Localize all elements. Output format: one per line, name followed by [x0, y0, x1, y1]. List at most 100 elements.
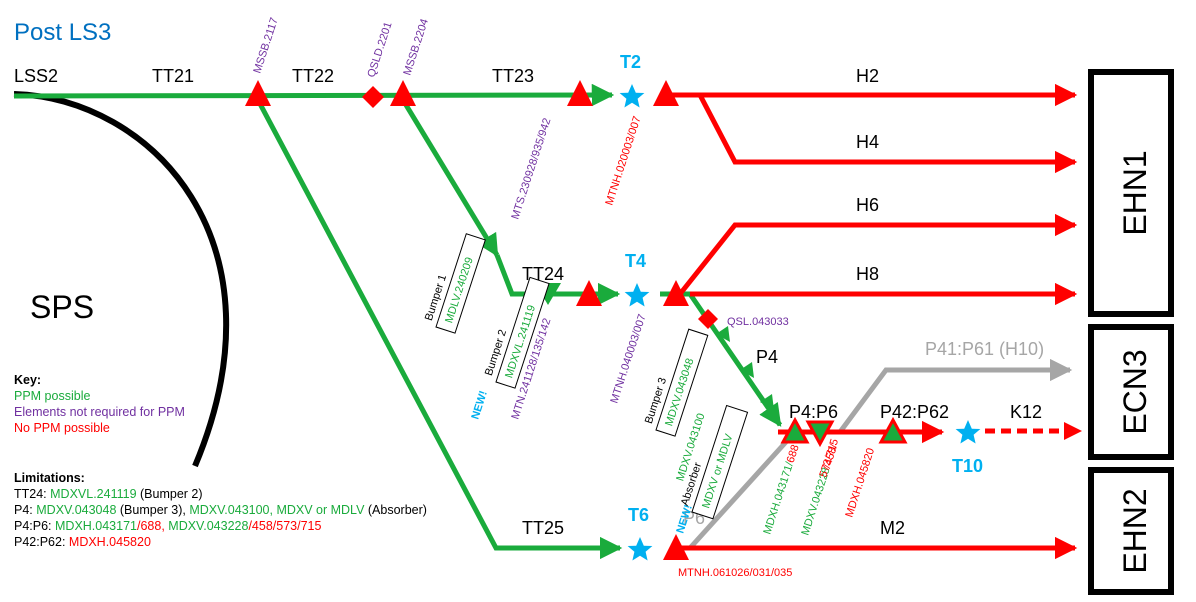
t6-label: T6 [628, 505, 649, 525]
ehn1-box [1088, 69, 1174, 317]
limitation-p4p6-label: P4:P6: [14, 519, 55, 533]
mdxv043228-triangle [805, 420, 835, 448]
ecn3-box [1088, 324, 1174, 460]
limitation-p4: P4: MDXV.043048 (Bumper 3), MDXV.043100,… [14, 502, 427, 518]
sps-ring [13, 91, 230, 468]
mtnh040003-label: MTNH.040003/007 [608, 313, 648, 405]
red-beamlines [668, 83, 1078, 560]
mssb2117-triangle [245, 80, 271, 106]
main-line-tt21-tt23 [13, 83, 615, 107]
h4-label: H4 [856, 132, 879, 152]
sps-label: SPS [30, 289, 94, 325]
ehn2-label: EHN2 [1117, 488, 1153, 573]
limitation-tt24: TT24: MDXVL.241119 (Bumper 2) [14, 486, 427, 502]
t4-label: T4 [625, 251, 646, 271]
tt25-line [255, 98, 623, 560]
p4-arrow-1 [716, 326, 730, 342]
limitation-tt24-label: TT24: [14, 487, 51, 501]
mtn241128-triangle [576, 280, 602, 306]
t2-label: T2 [620, 52, 641, 72]
mtnh020003-label: MTNH.020003/007 [603, 115, 643, 207]
m2-label: M2 [880, 518, 905, 538]
k12-arrowhead [1064, 422, 1082, 440]
key-not-required: Elements not required for PPM [14, 405, 185, 419]
t2-star [619, 84, 645, 108]
k12-label: K12 [1010, 402, 1042, 422]
limitation-p4-note1: (Bumper 3), [116, 503, 190, 517]
limitation-p4-green1: MDXV.043048 [36, 503, 117, 517]
limitation-p4p6-red2: /458/573/715 [248, 519, 322, 533]
limitation-p42: P42:P62: MDXH.045820 [14, 534, 427, 550]
bumper3-frame [655, 328, 709, 437]
mtnh061026-label: MTNH.061026/031/035 [678, 567, 792, 579]
tt25-label: TT25 [522, 518, 564, 538]
mtnh061026-triangle [663, 534, 689, 560]
qsld2201-label: QSLD.2201 [365, 21, 394, 79]
qsld2201-diamond [362, 86, 384, 108]
targets [619, 84, 981, 561]
mdxh043171-green: MDXH.043171/ [761, 460, 796, 536]
limitation-p4p6-green1: MDXH.043171 [55, 519, 137, 533]
p6-line [688, 430, 797, 550]
h4-line [697, 93, 1078, 174]
bumper1-frame [435, 233, 486, 334]
lss2-label: LSS2 [14, 66, 58, 86]
limitation-p42-red: MDXH.045820 [68, 535, 151, 549]
h6-label: H6 [856, 195, 879, 215]
qsl043033-label: QSL.043033 [727, 316, 789, 328]
t6-star [627, 537, 653, 561]
limitation-tt24-green: MDXVL.241119 [50, 487, 137, 501]
t10-star [955, 420, 981, 444]
h6-line [678, 213, 1078, 296]
ehn2-box [1088, 467, 1174, 595]
key-no-ppm: No PPM possible [14, 421, 110, 435]
p41p61-label: P41:P61 (H10) [925, 339, 1044, 359]
ehn1-label: EHN1 [1117, 150, 1153, 235]
mtnh040003-triangle [663, 280, 689, 306]
bumper1-box: Bumper 1 MDLV.240209 [423, 233, 486, 334]
mtnh020003-triangle [653, 80, 679, 106]
qsl043033-diamond [698, 309, 718, 329]
tt23-label: TT23 [492, 66, 534, 86]
limitation-p4-label: P4: [14, 503, 37, 517]
key-ppm-possible: PPM possible [14, 389, 91, 403]
t4-star [624, 283, 650, 307]
limitation-tt24-note: (Bumper 2) [136, 487, 203, 501]
tt24-branch [400, 98, 500, 257]
t10-label: T10 [952, 456, 983, 476]
tt21-label: TT21 [152, 66, 194, 86]
limitations: Limitations: TT24: MDXVL.241119 (Bumper … [14, 470, 427, 550]
h8-label: H8 [856, 264, 879, 284]
limitation-p4-green2: MDXV.043100, MDXV or MDLV [189, 503, 365, 517]
mssb2204-label: MSSB.2204 [401, 17, 431, 77]
absorber-frame [691, 404, 749, 520]
tt22-label: TT22 [292, 66, 334, 86]
h2-label: H2 [856, 66, 879, 86]
p4-arrow-2 [740, 362, 754, 378]
mdxh043171-red: 688 [785, 443, 802, 464]
p4-arrow-3 [760, 394, 774, 410]
limitation-p4-note2: (Absorber) [364, 503, 427, 517]
mdxh043171-triangle [780, 416, 810, 444]
mts-label: MTS.230928/935/942 [509, 117, 553, 221]
ecn3-label: ECN3 [1117, 349, 1153, 434]
grey-beamlines [688, 358, 1073, 550]
mssb2117-label: MSSB.2117 [251, 16, 280, 75]
mssb2204-triangle [390, 80, 416, 106]
key-heading: Key: [14, 373, 42, 387]
new-label-bumper2: NEW! [469, 389, 489, 421]
mdxh043171-label: MDXH.043171/688 [761, 443, 801, 536]
p41-p61-line [837, 358, 1073, 434]
bumper2-frame [495, 276, 550, 389]
limitations-heading: Limitations: [14, 471, 85, 485]
mdxh045820-triangle [878, 416, 908, 444]
limitation-p4p6-red1: /688, [137, 519, 169, 533]
p42p62-label: P42:P62 [880, 402, 949, 422]
p4-label: P4 [756, 347, 778, 367]
limitation-p4p6-green2: MDXV.043228 [168, 519, 249, 533]
limitation-p4p6: P4:P6: MDXH.043171/688, MDXV.043228/458/… [14, 518, 427, 534]
page-title: Post LS3 [14, 19, 111, 46]
limitation-p42-label: P42:P62: [14, 535, 69, 549]
p4p6-label: P4:P6 [789, 402, 838, 422]
